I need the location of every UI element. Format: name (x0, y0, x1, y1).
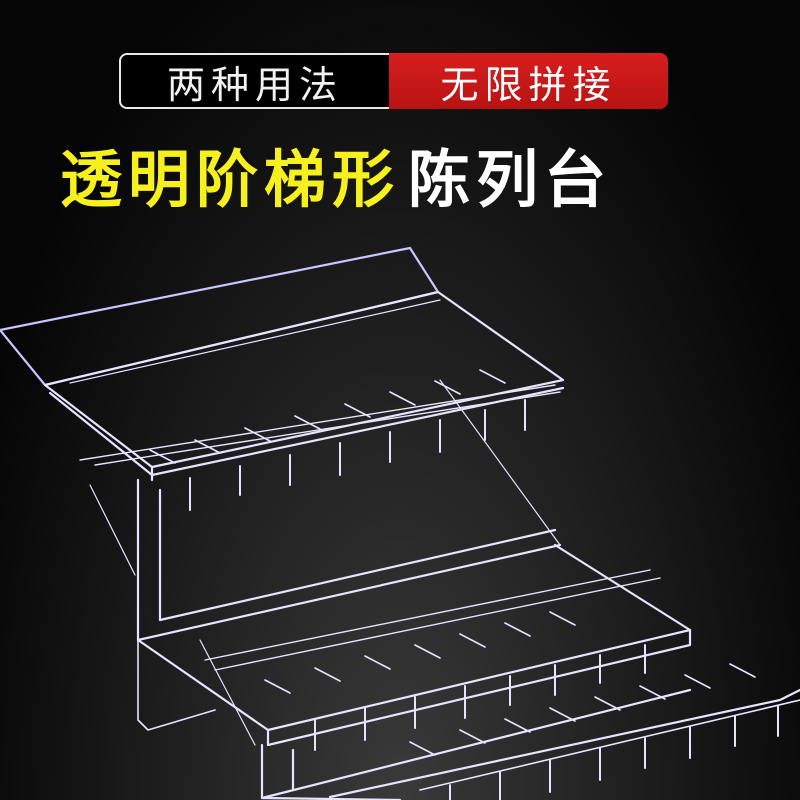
badge-two-usages: 两种用法 (119, 53, 389, 109)
usage-badge: 两种用法 无限拼接 (119, 53, 668, 109)
display-stand-illustration (0, 246, 800, 800)
title-normal: 陈列台 (408, 143, 613, 216)
page-title: 透明阶梯形 陈列台 (60, 136, 750, 216)
badge-unlimited-splicing: 无限拼接 (389, 53, 668, 109)
title-highlight: 透明阶梯形 (60, 143, 401, 216)
